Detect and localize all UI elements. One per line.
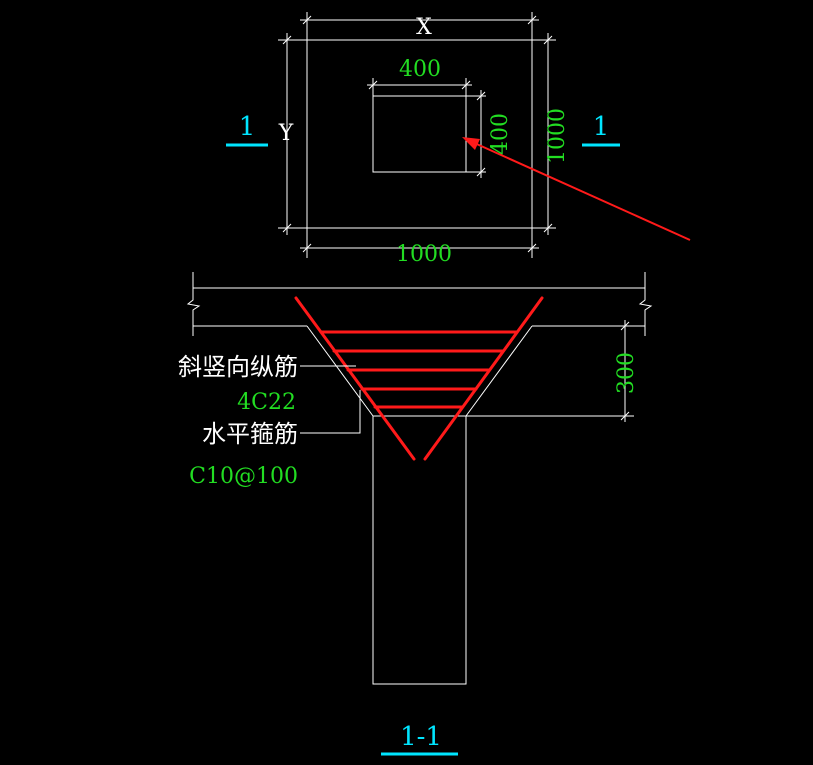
break-line-left (186, 272, 201, 336)
dim-y: Y (278, 33, 307, 235)
annotation-inclined-bars: 斜竖向纵筋 (178, 353, 298, 381)
section-mark-right-label: 1 (593, 112, 610, 142)
dim-bottom-label: 1000 (396, 242, 452, 267)
dim-x: X (300, 12, 539, 40)
dim-right-label: 1000 (545, 108, 570, 164)
plan-column-opening (372, 95, 467, 173)
dim-right: 1000 (532, 33, 570, 235)
dim-y-label: Y (278, 121, 294, 146)
section-view: 300 斜竖向纵筋 4C22 水平箍筋 C10@100 1-1 (178, 272, 653, 756)
column-shaft (372, 415, 467, 685)
section-title: 1-1 (400, 722, 442, 752)
rebar-inclined-left (294, 296, 416, 461)
section-mark-right: 1 (582, 112, 620, 147)
pointer-arrow (462, 137, 691, 241)
dim-hole-width-label: 400 (399, 57, 441, 82)
leader-stirrups (300, 390, 361, 434)
capital-left-side (306, 325, 374, 417)
dim-x-label: X (416, 15, 432, 40)
capital-right-side (465, 325, 533, 417)
rebar-inclined-right (423, 296, 544, 461)
plan-view: X 400 400 Y (226, 12, 691, 267)
section-mark-left: 1 (226, 112, 268, 147)
dim-bottom: 1000 (300, 228, 539, 267)
annotation-inclined-spec: 4C22 (237, 390, 296, 415)
dim-hole-height: 400 (466, 90, 513, 178)
dim-depth-label: 300 (614, 352, 639, 394)
dim-depth: 300 (466, 320, 639, 422)
annotation-stirrups-spec: C10@100 (189, 464, 298, 489)
plan-outer-square (306, 39, 533, 229)
dim-hole-width: 400 (367, 57, 472, 96)
break-line-right (638, 272, 653, 336)
section-mark-left-label: 1 (239, 112, 256, 142)
annotation-stirrups: 水平箍筋 (202, 420, 298, 448)
dim-hole-height-label: 400 (488, 113, 513, 155)
